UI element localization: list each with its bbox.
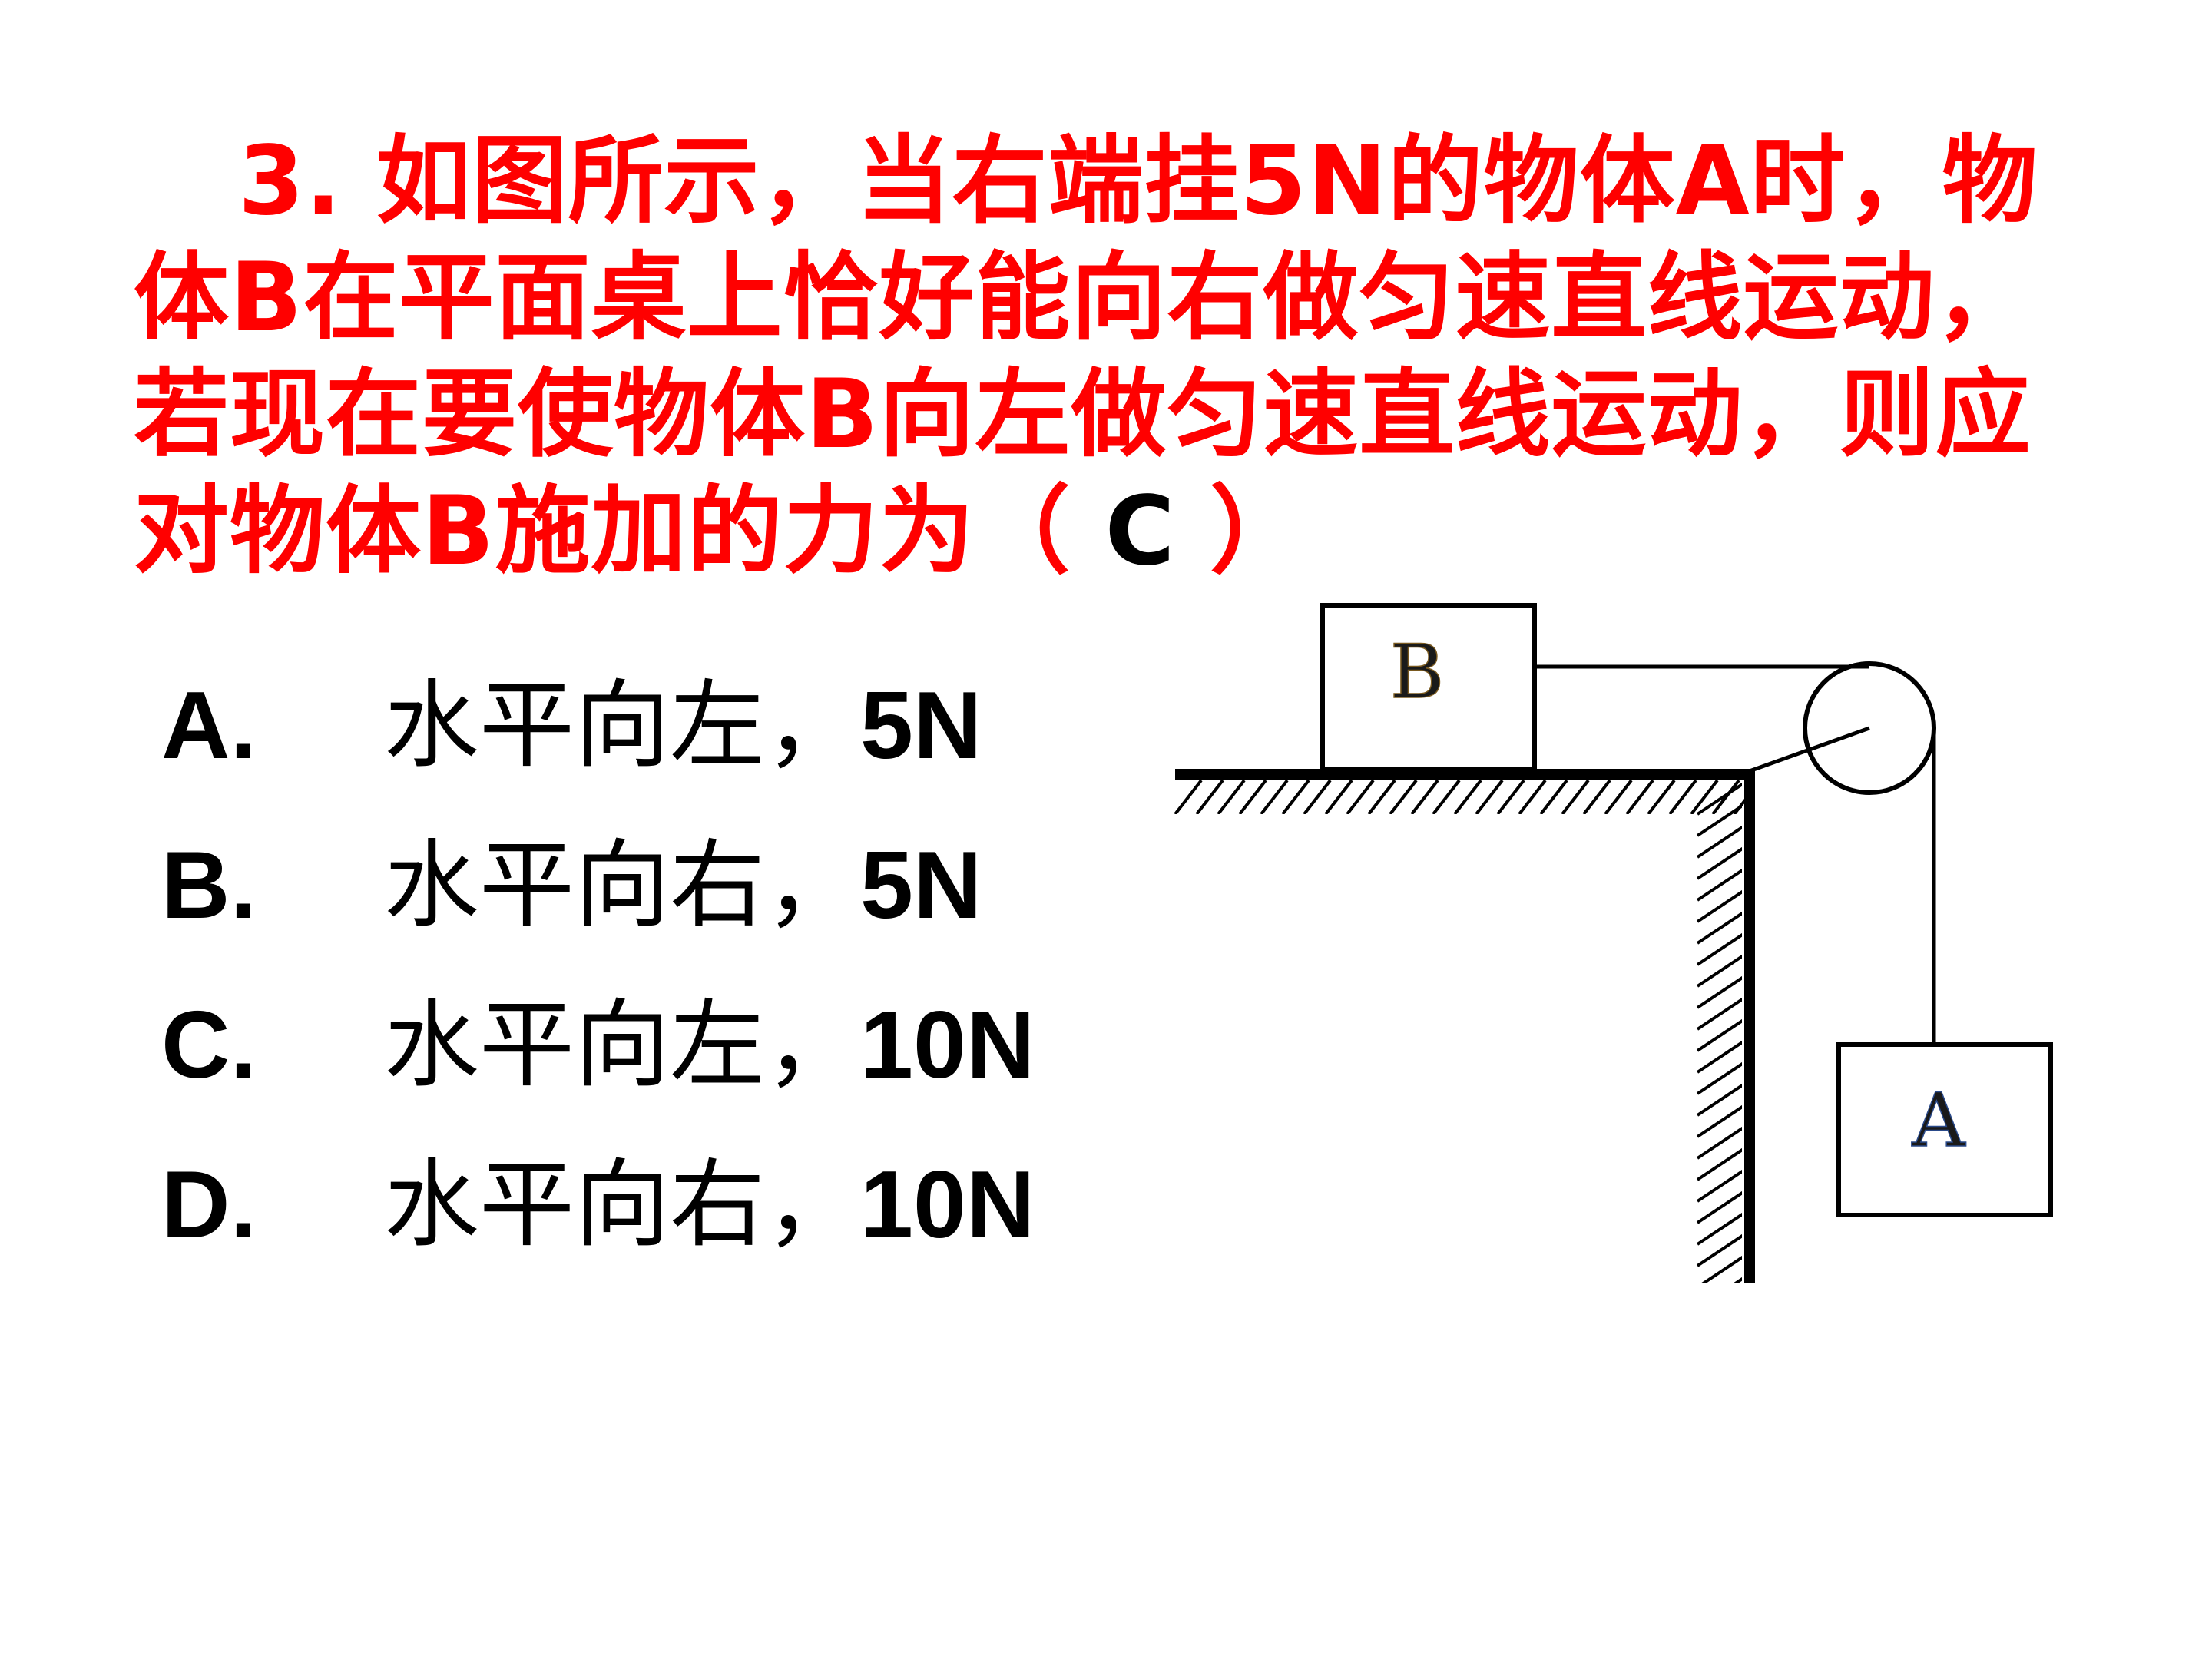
hatch-mark (1324, 780, 1353, 814)
hatch-mark (1604, 780, 1633, 814)
hatch-mark (1496, 780, 1525, 814)
hatch-mark (1696, 1169, 1742, 1203)
option-b-body: 水平向右，5N (384, 828, 982, 943)
option-d-body: 水平向右，10N (384, 1147, 1035, 1263)
table-top-hatching (1174, 780, 1782, 814)
option-c-value: 10N (860, 992, 1035, 1098)
block-b (1320, 603, 1537, 772)
option-b-text: 水平向右， (384, 830, 861, 941)
option-b-label: B. (161, 833, 257, 939)
question-line-4: 对物体B施加的力为（ C ） (134, 473, 2131, 590)
hatch-mark (1696, 1212, 1742, 1246)
hatch-mark (1696, 803, 1742, 837)
table-wall-hatching (1696, 782, 1742, 1283)
hatch-mark (1217, 780, 1246, 814)
option-d-value: 10N (860, 1152, 1035, 1258)
option-c: C. 水平向左，10N (161, 988, 1237, 1147)
option-a-body: 水平向左，5N (384, 668, 982, 783)
hatch-mark (1696, 932, 1742, 966)
hatch-mark (1238, 780, 1267, 814)
answer-letter: C (1071, 476, 1210, 587)
hatch-mark (1696, 782, 1742, 816)
options-list: A. 水平向左，5N B. 水平向右，5N C. 水平向左，10N D. 水平向… (161, 668, 1237, 1307)
hatch-mark (1260, 780, 1289, 814)
hatch-mark (1696, 1233, 1742, 1267)
hatch-mark (1696, 954, 1742, 988)
hatch-mark (1690, 780, 1719, 814)
hatch-mark (1367, 780, 1396, 814)
hatch-mark (1696, 889, 1742, 923)
hatch-mark (1696, 846, 1742, 880)
option-a: A. 水平向左，5N (161, 668, 1237, 828)
hatch-mark (1281, 780, 1310, 814)
question-line-1: 3. 如图所示，当右端挂5N的物体A时，物 (238, 126, 2038, 237)
hatch-mark (1696, 1147, 1742, 1181)
block-a (1836, 1042, 2053, 1217)
option-d-label: D. (161, 1152, 257, 1258)
hatch-mark (1539, 780, 1568, 814)
option-a-label: A. (161, 673, 257, 779)
hatch-mark (1696, 975, 1742, 1009)
hatch-mark (1389, 780, 1418, 814)
hatch-mark (1696, 911, 1742, 945)
question-text: 3. 如图所示，当右端挂5N的物体A时，物 体B在平面桌上恰好能向右做匀速直线运… (134, 123, 2131, 590)
hatch-mark (1582, 780, 1611, 814)
hatch-mark (1303, 780, 1332, 814)
hatch-mark (1696, 1040, 1742, 1074)
pulley-bracket (1744, 726, 1870, 775)
hatch-mark (1625, 780, 1654, 814)
hatch-mark (1696, 825, 1742, 859)
option-d-text: 水平向右， (384, 1150, 861, 1260)
option-c-text: 水平向左， (384, 990, 861, 1101)
hatch-mark (1561, 780, 1590, 814)
hatch-mark (1701, 1255, 1742, 1283)
block-a-label: A (1911, 1078, 1966, 1164)
hatch-mark (1647, 780, 1676, 814)
hatch-mark (1711, 780, 1740, 814)
hatch-mark (1410, 780, 1439, 814)
hatch-mark (1432, 780, 1461, 814)
hatch-mark (1453, 780, 1482, 814)
option-b: B. 水平向右，5N (161, 828, 1237, 988)
option-a-value: 5N (860, 673, 982, 779)
question-line-4-suffix: ） (1209, 476, 1306, 587)
hatch-mark (1346, 780, 1375, 814)
hatch-mark (1518, 780, 1547, 814)
hatch-mark (1696, 1061, 1742, 1095)
hatch-mark (1696, 1104, 1742, 1138)
option-a-text: 水平向左， (384, 671, 861, 781)
pulley-diagram: B A (1174, 603, 2053, 1283)
hatch-mark (1696, 1018, 1742, 1052)
option-c-label: C. (161, 992, 257, 1098)
option-b-value: 5N (860, 833, 982, 939)
option-d: D. 水平向右，10N (161, 1147, 1237, 1307)
hatch-mark (1696, 1083, 1742, 1117)
question-line-4-prefix: 对物体B施加的力为（ (134, 476, 1071, 587)
hatch-mark (1696, 868, 1742, 902)
hatch-mark (1174, 780, 1203, 814)
hatch-mark (1696, 1126, 1742, 1160)
question-line-3: 若现在要使物体B向左做匀速直线运动，则应 (134, 359, 2032, 470)
hatch-mark (1475, 780, 1504, 814)
hatch-mark (1696, 1190, 1742, 1224)
hatch-mark (1696, 997, 1742, 1031)
option-c-body: 水平向左，10N (384, 988, 1035, 1103)
question-line-2: 体B在平面桌上恰好能向右做匀速直线运动， (134, 243, 2032, 353)
block-b-label: B (1390, 629, 1445, 715)
hatch-mark (1195, 780, 1224, 814)
hatch-mark (1668, 780, 1697, 814)
hatch-mark (1756, 780, 1782, 814)
